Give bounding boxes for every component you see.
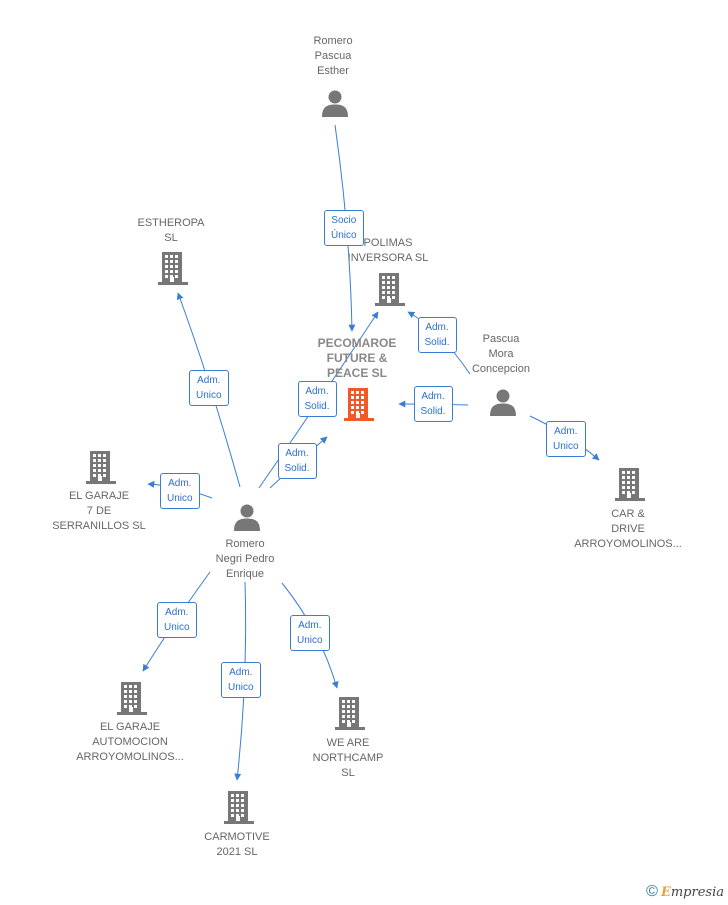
footer-brand: ©Empresia <box>646 883 724 901</box>
person-icon[interactable] <box>320 88 350 123</box>
person-icon[interactable] <box>232 502 262 537</box>
brand-logo: Empresia <box>660 885 724 900</box>
building-icon[interactable] <box>343 387 375 426</box>
node-label-el-garaje-7[interactable]: EL GARAJE 7 DE SERRANILLOS SL <box>52 490 146 532</box>
edge-label[interactable]: Adm. Unico <box>221 662 261 698</box>
node-label-carmotive[interactable]: CARMOTIVE 2021 SL <box>204 831 270 858</box>
edge-label[interactable]: Adm. Solid. <box>417 317 457 353</box>
edge-label[interactable]: Adm. Solid. <box>413 386 453 422</box>
building-icon[interactable] <box>223 790 255 829</box>
node-label-polimas[interactable]: POLIMAS INVERSORA SL <box>347 237 429 264</box>
node-label-car-drive[interactable]: CAR & DRIVE ARROYOMOLINOS... <box>574 508 682 550</box>
building-icon[interactable] <box>157 251 189 290</box>
edge-label[interactable]: Adm. Solid. <box>297 381 337 417</box>
edge-label[interactable]: Adm. Unico <box>546 421 586 457</box>
edge-label[interactable]: Socio Único <box>324 210 364 246</box>
person-icon[interactable] <box>488 387 518 422</box>
node-label-we-are[interactable]: WE ARE NORTHCAMP SL <box>312 737 384 779</box>
building-icon[interactable] <box>116 681 148 720</box>
node-label-romero-pascua[interactable]: Romero Pascua Esther <box>313 35 353 77</box>
node-label-pascua-mora[interactable]: Pascua Mora Concepcion <box>471 333 531 375</box>
edge-label[interactable]: Adm. Unico <box>189 370 229 406</box>
edge-label[interactable]: Adm. Unico <box>160 473 200 509</box>
node-label-estheropa[interactable]: ESTHEROPA SL <box>137 217 205 244</box>
edge-label[interactable]: Adm. Unico <box>290 615 330 651</box>
node-label-pecomaroe[interactable]: PECOMAROE FUTURE & PEACE SL <box>317 336 397 380</box>
copyright-icon: © <box>646 883 658 900</box>
building-icon[interactable] <box>334 696 366 735</box>
building-icon[interactable] <box>85 450 117 489</box>
node-label-romero-negri[interactable]: Romero Negri Pedro Enrique <box>215 538 275 580</box>
edge-label[interactable]: Adm. Solid. <box>277 443 317 479</box>
node-label-el-garaje-auto[interactable]: EL GARAJE AUTOMOCION ARROYOMOLINOS... <box>76 721 184 763</box>
building-icon[interactable] <box>614 467 646 506</box>
building-icon[interactable] <box>374 272 406 311</box>
edge-label[interactable]: Adm. Unico <box>157 602 197 638</box>
